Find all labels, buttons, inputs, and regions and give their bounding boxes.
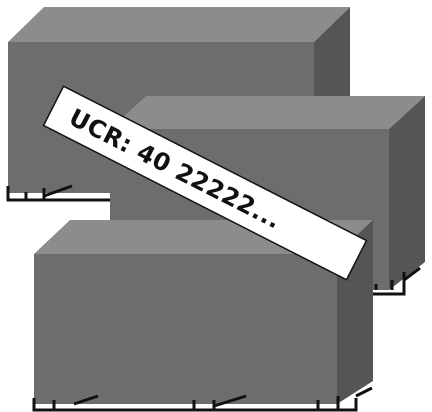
box-front-face xyxy=(34,254,337,404)
box-top-face xyxy=(110,96,425,129)
box-top-face xyxy=(8,7,350,42)
box-side-face xyxy=(389,96,425,290)
